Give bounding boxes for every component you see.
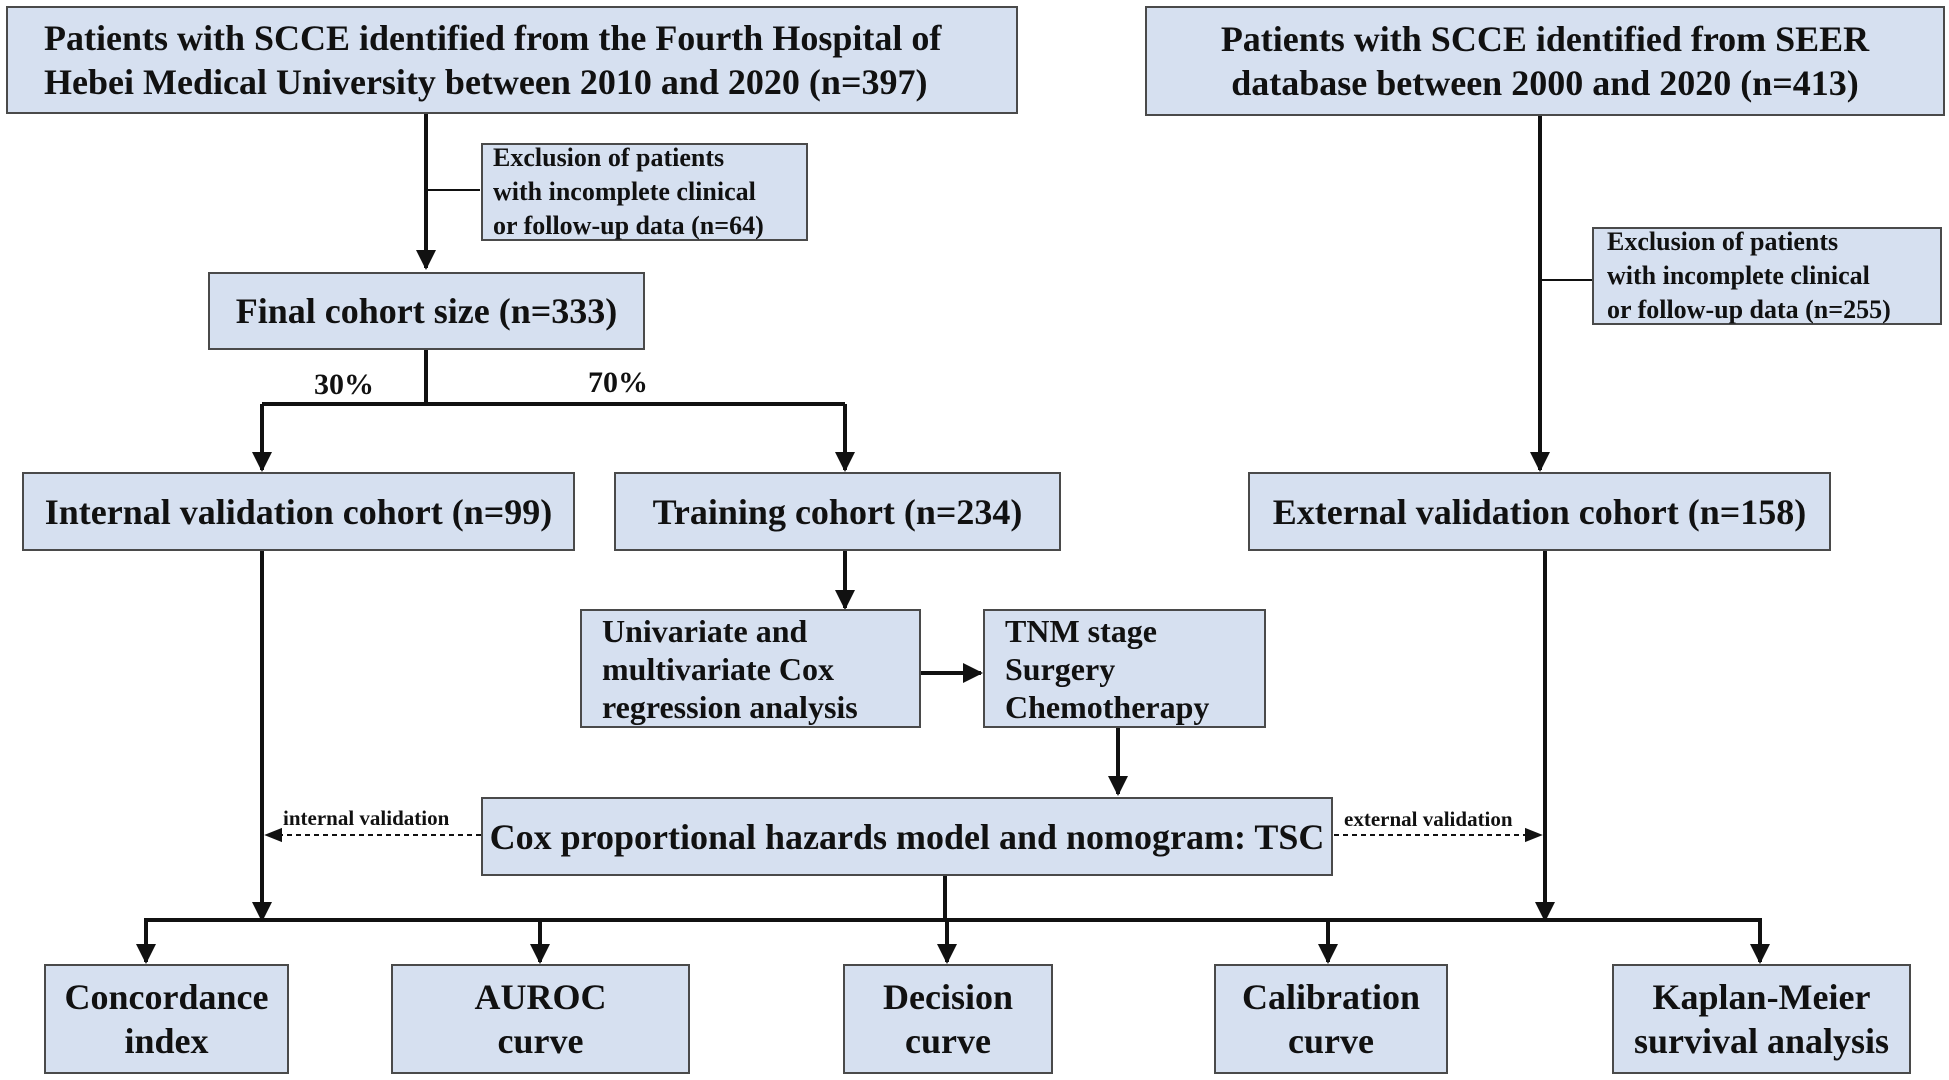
hebei-exclusion-box: Exclusion of patients with incomplete cl…: [481, 143, 808, 241]
output-line: Concordance: [64, 977, 269, 1017]
output-line: AUROC: [474, 977, 607, 1017]
output-decision-curve: Decision curve: [843, 964, 1053, 1074]
internal-cohort-box: Internal validation cohort (n=99): [22, 472, 575, 551]
model-box: Cox proportional hazards model and nomog…: [481, 797, 1333, 876]
output-concordance-index: Concordance index: [44, 964, 289, 1074]
internal-validation-label: internal validation: [283, 806, 450, 830]
output-line: curve: [497, 1021, 584, 1061]
output-line: curve: [1288, 1021, 1374, 1061]
seer-exclusion-line: Exclusion of patients: [1607, 227, 1839, 256]
external-validation-label: external validation: [1344, 807, 1513, 831]
output-line: Kaplan-Meier: [1652, 977, 1871, 1017]
factor-tnm-stage: TNM stage: [1005, 612, 1157, 649]
final-cohort-label: Final cohort size (n=333): [235, 291, 618, 331]
cox-analysis-line: multivariate Cox: [602, 650, 834, 687]
hebei-exclusion-line: or follow-up data (n=64): [493, 211, 764, 240]
output-calibration-curve: Calibration curve: [1214, 964, 1448, 1074]
factors-box: TNM stage Surgery Chemotherapy: [983, 609, 1266, 728]
final-cohort-box: Final cohort size (n=333): [208, 272, 645, 350]
output-auroc-curve: AUROC curve: [391, 964, 690, 1074]
output-line: Calibration: [1241, 977, 1420, 1017]
output-line: survival analysis: [1633, 1021, 1890, 1061]
factor-surgery: Surgery: [1005, 650, 1116, 687]
cox-analysis-box: Univariate and multivariate Cox regressi…: [580, 609, 921, 728]
output-line: index: [124, 1021, 209, 1061]
cox-analysis-line: regression analysis: [602, 688, 858, 725]
hebei-source-line: Hebei Medical University between 2010 an…: [44, 62, 928, 102]
seer-exclusion-line: with incomplete clinical: [1607, 261, 1870, 290]
seer-exclusion-line: or follow-up data (n=255): [1607, 295, 1891, 324]
seer-source-line: database between 2000 and 2020 (n=413): [1231, 63, 1859, 103]
external-cohort-box: External validation cohort (n=158): [1248, 472, 1831, 551]
training-cohort-box: Training cohort (n=234): [614, 472, 1061, 551]
cox-analysis-line: Univariate and: [602, 612, 808, 649]
seer-source-line: Patients with SCCE identified from SEER: [1220, 19, 1870, 59]
output-line: curve: [905, 1021, 991, 1061]
external-cohort-label: External validation cohort (n=158): [1272, 491, 1807, 532]
training-cohort-label: Training cohort (n=234): [652, 491, 1023, 532]
seer-source-box: Patients with SCCE identified from SEER …: [1145, 6, 1945, 116]
model-label: Cox proportional hazards model and nomog…: [489, 816, 1325, 857]
training-split-percent: 70%: [588, 366, 648, 399]
hebei-exclusion-line: with incomplete clinical: [493, 177, 756, 206]
seer-exclusion-box: Exclusion of patients with incomplete cl…: [1592, 227, 1942, 325]
output-line: Decision: [883, 977, 1013, 1017]
internal-split-percent: 30%: [314, 368, 374, 401]
output-kaplan-meier: Kaplan-Meier survival analysis: [1612, 964, 1911, 1074]
internal-cohort-label: Internal validation cohort (n=99): [44, 491, 553, 532]
hebei-source-box: Patients with SCCE identified from the F…: [6, 6, 1018, 114]
hebei-exclusion-line: Exclusion of patients: [493, 143, 725, 172]
hebei-source-line: Patients with SCCE identified from the F…: [44, 18, 942, 58]
factor-chemotherapy: Chemotherapy: [1005, 688, 1210, 725]
